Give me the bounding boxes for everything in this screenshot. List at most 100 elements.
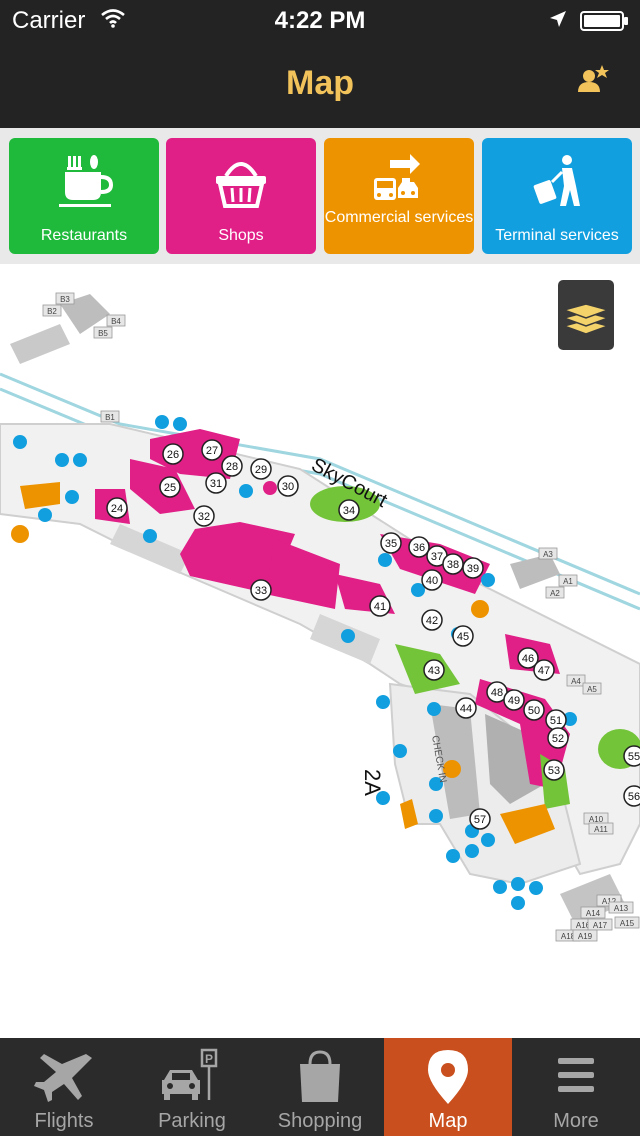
gate-label[interactable]: A14 bbox=[580, 906, 606, 919]
gate-label[interactable]: A11 bbox=[588, 822, 614, 835]
service-marker[interactable] bbox=[143, 529, 157, 543]
tab-map[interactable]: Map bbox=[384, 1038, 512, 1136]
store-marker[interactable]: 24 bbox=[106, 497, 128, 519]
layers-button[interactable] bbox=[558, 280, 614, 350]
service-marker[interactable] bbox=[429, 777, 443, 791]
service-marker[interactable] bbox=[65, 490, 79, 504]
tab-parking[interactable]: P Parking bbox=[128, 1038, 256, 1136]
store-marker[interactable]: 44 bbox=[455, 697, 477, 719]
commercial-service-marker[interactable] bbox=[11, 525, 29, 543]
service-marker[interactable] bbox=[55, 453, 69, 467]
store-marker[interactable]: 49 bbox=[503, 689, 525, 711]
tab-more[interactable]: More bbox=[512, 1038, 640, 1136]
gate-label-box bbox=[545, 586, 565, 599]
gate-label[interactable]: B3 bbox=[55, 292, 75, 305]
service-marker[interactable] bbox=[378, 553, 392, 567]
gate-label[interactable]: B4 bbox=[106, 314, 126, 327]
gate-label[interactable]: A17 bbox=[587, 918, 613, 931]
store-marker[interactable]: 32 bbox=[193, 505, 215, 527]
favorites-button[interactable] bbox=[576, 64, 610, 101]
commercial-service-marker[interactable] bbox=[471, 600, 489, 618]
store-marker[interactable]: 52 bbox=[547, 727, 569, 749]
service-marker[interactable] bbox=[511, 877, 525, 891]
store-marker[interactable]: 41 bbox=[369, 595, 391, 617]
gate-label[interactable]: A13 bbox=[608, 901, 634, 914]
store-marker[interactable]: 29 bbox=[250, 458, 272, 480]
store-marker[interactable]: 40 bbox=[421, 569, 443, 591]
terminal-services-button[interactable]: Terminal services bbox=[482, 138, 632, 254]
service-marker[interactable] bbox=[465, 844, 479, 858]
gate-label[interactable]: A19 bbox=[572, 929, 598, 942]
commercial-services-button[interactable]: Commercial services bbox=[324, 138, 474, 254]
service-marker[interactable] bbox=[446, 849, 460, 863]
store-marker[interactable]: 27 bbox=[201, 439, 223, 461]
service-marker[interactable] bbox=[563, 712, 577, 726]
store-marker[interactable]: 50 bbox=[523, 699, 545, 721]
service-marker[interactable] bbox=[529, 881, 543, 895]
gate-label[interactable]: A3 bbox=[538, 547, 558, 560]
service-marker[interactable] bbox=[481, 833, 495, 847]
tab-flights[interactable]: Flights bbox=[0, 1038, 128, 1136]
store-marker[interactable]: 53 bbox=[543, 759, 565, 781]
store-marker-circle bbox=[469, 808, 491, 830]
gate-label[interactable]: A10 bbox=[583, 812, 609, 825]
store-marker[interactable]: 36 bbox=[408, 536, 430, 558]
gate-label[interactable]: A15 bbox=[614, 916, 640, 929]
service-marker[interactable] bbox=[493, 880, 507, 894]
store-marker[interactable]: 43 bbox=[423, 659, 445, 681]
store-marker[interactable]: 56 bbox=[623, 785, 640, 807]
service-marker[interactable] bbox=[481, 573, 495, 587]
gate-label[interactable]: A2 bbox=[545, 586, 565, 599]
wifi-icon bbox=[100, 8, 126, 33]
store-marker[interactable]: 51 bbox=[545, 709, 567, 731]
service-marker[interactable] bbox=[376, 791, 390, 805]
service-marker[interactable] bbox=[411, 583, 425, 597]
tab-shopping[interactable]: Shopping bbox=[256, 1038, 384, 1136]
gate-label[interactable]: B5 bbox=[93, 326, 113, 339]
store-marker[interactable]: 30 bbox=[277, 475, 299, 497]
gate-label[interactable]: B1 bbox=[100, 410, 120, 423]
service-marker[interactable] bbox=[13, 435, 27, 449]
shops-button[interactable]: Shops bbox=[166, 138, 316, 254]
gate-label[interactable]: A4 bbox=[566, 674, 586, 687]
store-marker[interactable]: 46 bbox=[517, 647, 539, 669]
gate-label[interactable]: A1 bbox=[558, 574, 578, 587]
store-marker[interactable]: 25 bbox=[159, 476, 181, 498]
restaurants-button[interactable]: Restaurants bbox=[9, 138, 159, 254]
service-marker[interactable] bbox=[427, 702, 441, 716]
store-marker[interactable]: 42 bbox=[421, 609, 443, 631]
store-marker[interactable]: 33 bbox=[250, 579, 272, 601]
service-marker[interactable] bbox=[393, 744, 407, 758]
service-marker[interactable] bbox=[376, 695, 390, 709]
store-marker[interactable]: 26 bbox=[162, 443, 184, 465]
service-marker[interactable] bbox=[38, 508, 52, 522]
stairs bbox=[110, 524, 190, 574]
store-marker[interactable]: 38 bbox=[442, 553, 464, 575]
service-marker[interactable] bbox=[173, 417, 187, 431]
service-marker[interactable] bbox=[511, 896, 525, 910]
store-marker[interactable]: 34 bbox=[338, 499, 360, 521]
store-marker[interactable]: 55 bbox=[623, 745, 640, 767]
store-marker[interactable]: 31 bbox=[205, 472, 227, 494]
gate-label[interactable]: A5 bbox=[582, 682, 602, 695]
commercial-area bbox=[500, 804, 555, 844]
store-marker[interactable]: 28 bbox=[221, 455, 243, 477]
gate-label-box bbox=[608, 901, 634, 914]
carrier-label: Carrier bbox=[12, 7, 86, 34]
store-marker[interactable]: 39 bbox=[462, 557, 484, 579]
store-marker[interactable]: 35 bbox=[380, 532, 402, 554]
store-marker[interactable]: 45 bbox=[452, 625, 474, 647]
service-marker[interactable] bbox=[429, 809, 443, 823]
commercial-service-marker[interactable] bbox=[443, 760, 461, 778]
store-marker[interactable]: 47 bbox=[533, 659, 555, 681]
service-marker[interactable] bbox=[73, 453, 87, 467]
service-marker[interactable] bbox=[341, 629, 355, 643]
shops-label: Shops bbox=[218, 227, 264, 244]
gate-label[interactable]: B2 bbox=[42, 304, 62, 317]
service-marker[interactable] bbox=[155, 415, 169, 429]
store-number: 50 bbox=[528, 705, 540, 717]
service-marker[interactable] bbox=[239, 484, 253, 498]
store-marker[interactable]: 57 bbox=[469, 808, 491, 830]
